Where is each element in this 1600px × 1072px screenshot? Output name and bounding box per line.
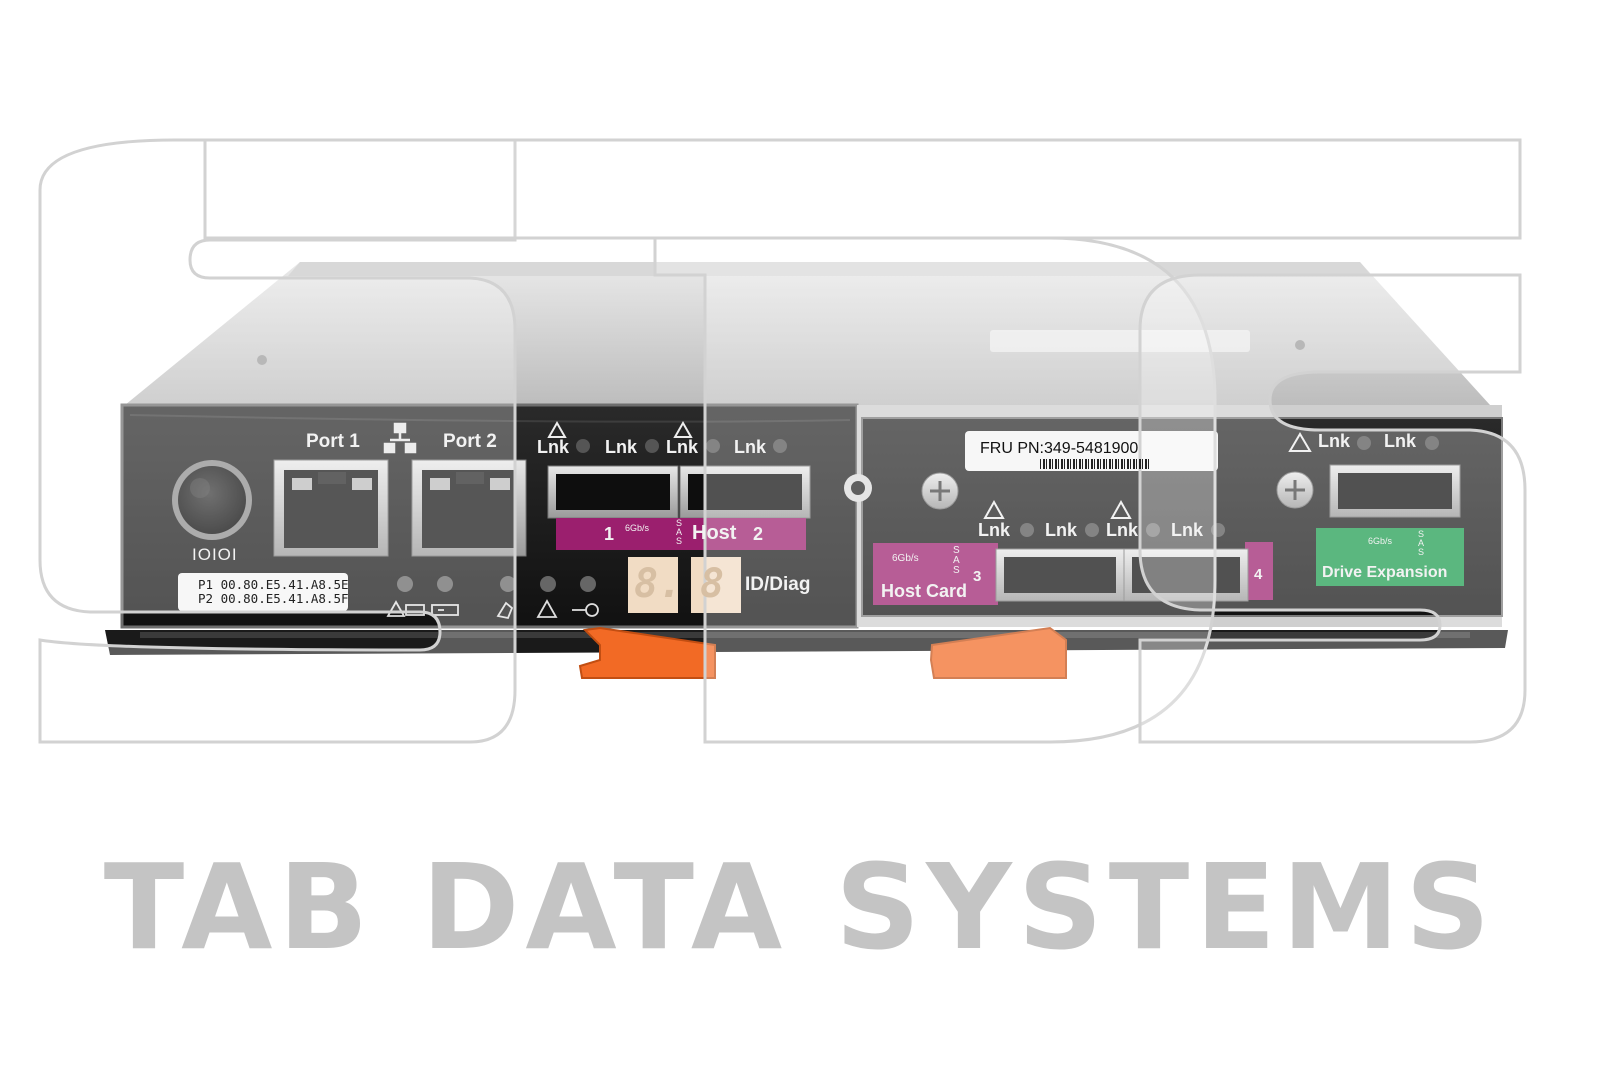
fru-label — [965, 431, 1218, 471]
ethernet-port-2[interactable] — [411, 459, 527, 557]
id-diag-label: ID/Diag — [745, 574, 811, 595]
host-card-port-4-number: 4 — [1254, 566, 1263, 583]
mac-address-label — [178, 573, 348, 611]
host-link-label-3: Lnk — [666, 437, 699, 457]
serial-port-label: IOIOI — [192, 545, 238, 564]
host-speed-label: 6Gb/s — [625, 523, 650, 533]
host-port-2-number: 2 — [753, 524, 764, 544]
ethernet-port-1[interactable] — [273, 459, 389, 557]
host-link-leds — [576, 439, 787, 453]
host-strip — [556, 518, 806, 550]
watermark-company-name: TAB DATA SYSTEMS — [103, 838, 1497, 976]
host-card-port-3[interactable] — [995, 548, 1125, 602]
seven-segment-display — [628, 557, 741, 613]
bottom-rail — [105, 630, 1508, 655]
host-card-label-block — [873, 543, 998, 605]
host-warning-icons — [547, 420, 693, 438]
drive-expansion-link-label-2: Lnk — [1384, 431, 1417, 451]
host-card-link-label-4: Lnk — [1171, 520, 1204, 540]
host-protocol-label: SAS — [676, 518, 683, 546]
drive-expansion-label-block — [1316, 528, 1464, 586]
battery-icon — [431, 604, 459, 616]
segment-digit-1: 8. — [634, 561, 683, 607]
host-card-port-3-number: 3 — [973, 568, 982, 585]
segment-digit-2: 8 — [700, 561, 725, 607]
serial-port[interactable] — [172, 460, 252, 540]
mac-address-1: P1 00.80.E5.41.A8.5E — [198, 577, 349, 592]
drive-expansion-link-leds — [1357, 436, 1439, 450]
barcode — [1040, 459, 1150, 469]
host-card-link-label-1: Lnk — [978, 520, 1011, 540]
drive-expansion-speed: 6Gb/s — [1368, 536, 1393, 546]
host-card-warning-icons — [983, 499, 1132, 519]
host-card-speed: 6Gb/s — [892, 553, 919, 564]
release-tab-right[interactable] — [929, 626, 1067, 679]
host-card-protocol: SAS — [953, 545, 960, 576]
drive-expansion-warning-icon — [1288, 432, 1312, 452]
drive-expansion-link-label-1: Lnk — [1318, 431, 1351, 451]
host-card-link-label-3: Lnk — [1106, 520, 1139, 540]
release-tab-left[interactable] — [578, 626, 716, 679]
drive-expansion-port[interactable] — [1329, 464, 1461, 518]
host-link-label-1: Lnk — [537, 437, 570, 457]
cache-icon — [496, 601, 514, 620]
power-icon — [572, 603, 599, 617]
host-port-2[interactable] — [679, 465, 811, 519]
drive-expansion-label: Drive Expansion — [1322, 564, 1448, 581]
thumb-screw-left[interactable] — [921, 472, 959, 510]
host-card-link-label-2: Lnk — [1045, 520, 1078, 540]
network-icon — [383, 422, 417, 454]
host-link-label-2: Lnk — [605, 437, 638, 457]
port-1-label: Port 1 — [306, 431, 360, 452]
host-card-port4-block — [1245, 542, 1273, 600]
host-card-label: Host Card — [881, 581, 968, 601]
host-link-label-4: Lnk — [734, 437, 767, 457]
warning-icon — [536, 599, 558, 618]
thumb-screw-right[interactable] — [1276, 471, 1314, 509]
battery-warning-icon — [386, 600, 425, 617]
watermark-monogram — [38, 138, 1527, 744]
drive-expansion-protocol: SAS — [1418, 529, 1425, 557]
port-2-label: Port 2 — [443, 431, 497, 452]
status-leds — [397, 576, 596, 592]
host-card-port-4[interactable] — [1123, 548, 1249, 602]
host-port-1[interactable] — [547, 465, 679, 519]
host-strip-label: Host — [692, 522, 737, 544]
mac-address-2: P2 00.80.E5.41.A8.5F — [198, 591, 349, 606]
host-port-1-number: 1 — [604, 524, 615, 544]
fru-part-number: FRU PN:349-5481900 — [980, 440, 1139, 457]
